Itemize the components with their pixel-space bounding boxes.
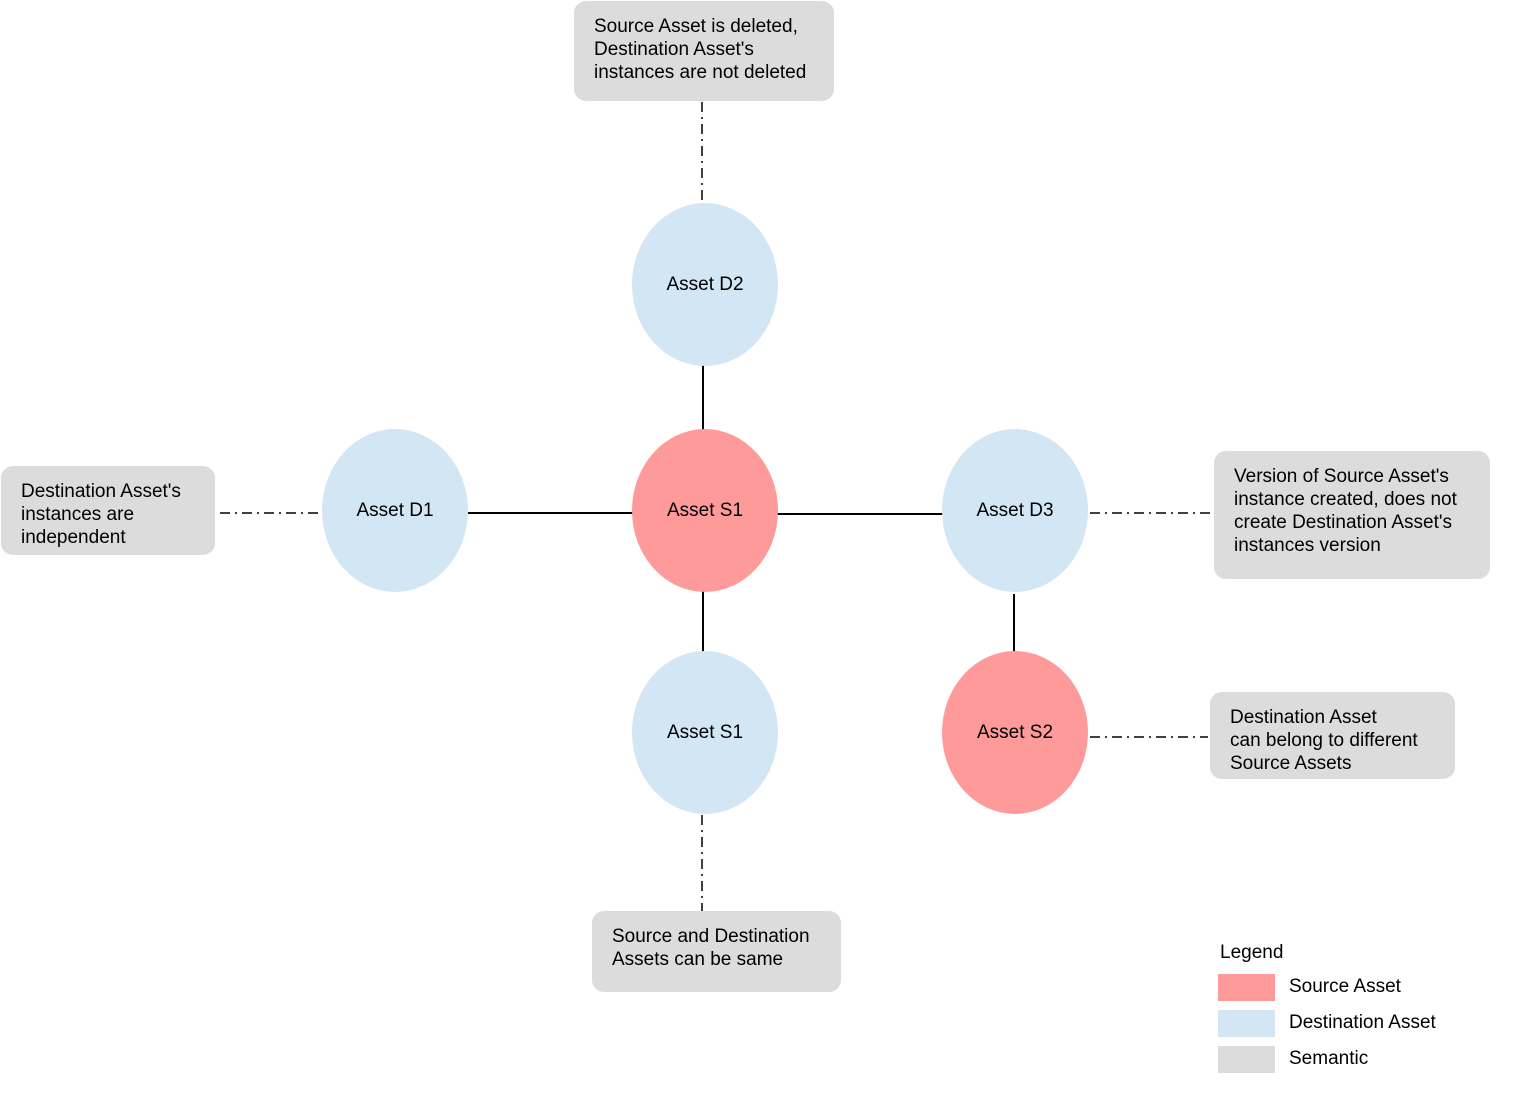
node-label: Asset S1 — [666, 499, 744, 521]
node-asset-d2: Asset D2 — [632, 203, 778, 366]
note-top: Source Asset is deleted, Destination Ass… — [574, 1, 834, 101]
note-right-lower: Destination Asset can belong to differen… — [1210, 692, 1455, 779]
node-asset-s2: Asset S2 — [942, 651, 1088, 814]
legend-swatch-semantic — [1218, 1045, 1275, 1073]
node-asset-d3: Asset D3 — [942, 429, 1088, 592]
legend-swatch-source — [1218, 973, 1275, 1001]
legend-label: Destination Asset — [1289, 1012, 1436, 1033]
legend-item-destination: Destination Asset — [1218, 1009, 1436, 1037]
node-asset-d1: Asset D1 — [322, 429, 468, 592]
legend-item-semantic: Semantic — [1218, 1045, 1368, 1073]
node-label: Asset S1 — [666, 721, 744, 743]
note-right: Version of Source Asset's instance creat… — [1214, 451, 1490, 579]
legend-item-source: Source Asset — [1218, 973, 1401, 1001]
legend-swatch-destination — [1218, 1009, 1275, 1037]
node-label: Asset D3 — [976, 499, 1054, 521]
node-label: Asset D1 — [356, 499, 434, 521]
legend-title: Legend — [1220, 942, 1284, 963]
node-label: Asset D2 — [666, 273, 744, 295]
node-label: Asset S2 — [976, 721, 1054, 743]
legend-label: Source Asset — [1289, 976, 1401, 997]
note-bottom: Source and Destination Assets can be sam… — [592, 911, 841, 992]
note-left: Destination Asset's instances are indepe… — [1, 466, 215, 555]
legend-label: Semantic — [1289, 1048, 1369, 1069]
node-asset-s1-destination: Asset S1 — [632, 651, 778, 814]
node-asset-s1: Asset S1 — [632, 429, 778, 592]
